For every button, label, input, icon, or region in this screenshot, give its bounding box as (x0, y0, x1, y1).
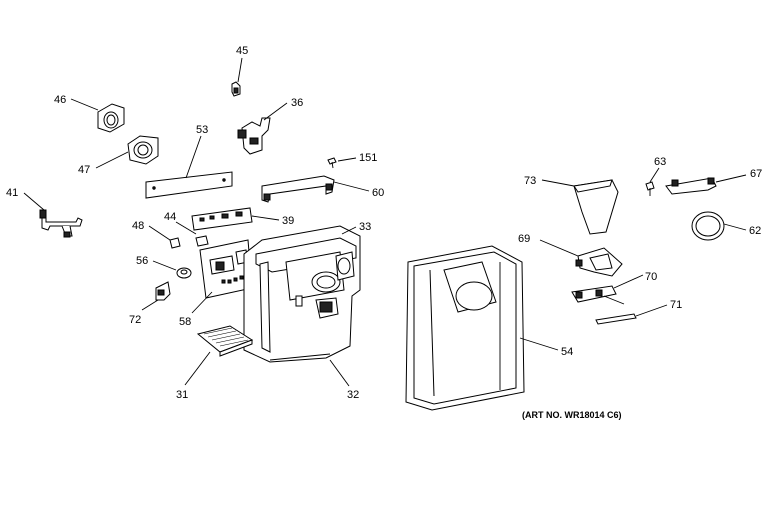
part-47-ring-drawing (127, 135, 159, 165)
callout-39: 39 (282, 215, 294, 227)
callout-labels: 41 45 46 36 53 47 151 60 44 39 48 33 56 … (6, 45, 762, 420)
art-number: (ART NO. WR18014 C6) (522, 410, 622, 420)
callout-67: 67 (750, 168, 762, 180)
part-31-drip-tray-drawing (196, 325, 254, 357)
callout-46: 46 (54, 94, 66, 106)
callout-41: 41 (6, 187, 18, 199)
part-63-screw-drawing (645, 181, 655, 196)
part-41-bracket-drawing (39, 209, 83, 238)
callout-45: 45 (236, 45, 248, 57)
callout-31: 31 (176, 389, 188, 401)
part-72-clip-drawing (155, 281, 171, 301)
part-46-button-drawing (97, 103, 125, 133)
callout-44: 44 (164, 211, 176, 223)
callout-70: 70 (645, 271, 657, 283)
callout-60: 60 (372, 187, 384, 199)
part-48-nub-drawing (169, 237, 181, 249)
part-39-board-drawing (191, 207, 253, 231)
callout-58: 58 (179, 316, 191, 328)
callout-62: 62 (749, 225, 761, 237)
part-56-grommet-drawing (176, 267, 192, 279)
part-67-bracket-drawing (665, 177, 717, 195)
part-32-33-dispenser-housing-drawing (243, 225, 361, 363)
part-69-flap-drawing (575, 247, 623, 277)
callout-69: 69 (518, 233, 530, 245)
callout-63: 63 (654, 156, 666, 168)
part-45-clip-drawing (231, 81, 241, 97)
callout-32: 32 (347, 389, 359, 401)
callout-48: 48 (132, 220, 144, 232)
callout-73: 73 (524, 175, 536, 187)
part-62-ring-drawing (691, 211, 725, 241)
part-70-lever-drawing (571, 285, 625, 305)
part-71-rod-drawing (595, 313, 637, 325)
part-58-module-drawing (199, 239, 253, 299)
part-53-plate-drawing (145, 171, 233, 199)
callout-71: 71 (670, 299, 682, 311)
part-73-chute-drawing (573, 179, 619, 235)
callout-47: 47 (78, 164, 90, 176)
callout-151: 151 (359, 152, 377, 164)
part-54-panel-drawing (405, 245, 525, 411)
part-60-handle-drawing (261, 175, 335, 203)
leader-lines (23, 57, 747, 387)
part-36-switch-drawing (237, 117, 271, 155)
part-151-screw-drawing (327, 157, 337, 169)
callout-72: 72 (129, 314, 141, 326)
part-44-block-drawing (195, 235, 209, 247)
callout-54: 54 (561, 346, 573, 358)
callout-36: 36 (291, 97, 303, 109)
callout-56: 56 (136, 255, 148, 267)
callout-33: 33 (359, 221, 371, 233)
callout-53: 53 (196, 124, 208, 136)
